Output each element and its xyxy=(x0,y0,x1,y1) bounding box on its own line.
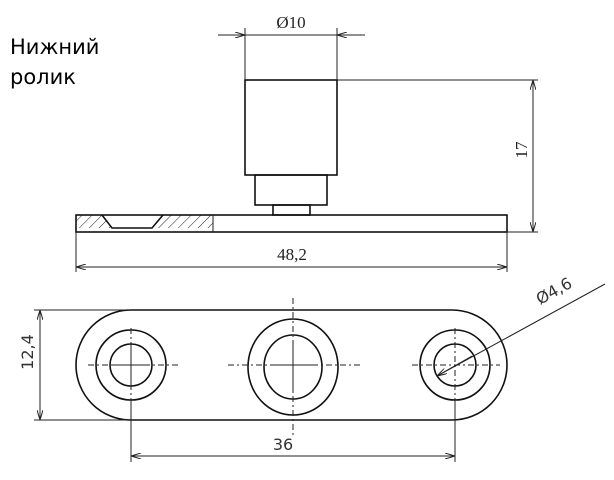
dimension-width: 12,4 xyxy=(18,309,131,421)
roller-cylinder xyxy=(244,79,338,176)
countersink-hole xyxy=(101,214,164,229)
side-view: Ø10 17 48,2 xyxy=(75,13,538,272)
top-view: 12,4 36 Ø4,6 xyxy=(18,273,606,462)
dimension-hole-spacing: 36 xyxy=(130,400,456,462)
title-line-2: ролик xyxy=(10,65,76,89)
part-title: Нижний ролик xyxy=(10,32,99,92)
top-diameter-label: Ø10 xyxy=(276,13,305,32)
roller-stem xyxy=(272,204,311,216)
dimension-hole-diameter: Ø4,6 xyxy=(437,273,606,376)
mounting-plate-side xyxy=(75,214,508,233)
dimension-top-diameter: Ø10 xyxy=(218,13,365,80)
length-label: 48,2 xyxy=(277,245,307,264)
roller-step xyxy=(254,174,328,206)
height-label: 17 xyxy=(512,141,531,159)
title-line-1: Нижний xyxy=(10,35,100,59)
width-label: 12,4 xyxy=(18,334,37,370)
mounting-plate-outline xyxy=(75,309,508,421)
dimension-height: 17 xyxy=(337,79,538,233)
dimension-length: 48,2 xyxy=(75,232,508,272)
hole-spacing-label: 36 xyxy=(273,435,293,454)
